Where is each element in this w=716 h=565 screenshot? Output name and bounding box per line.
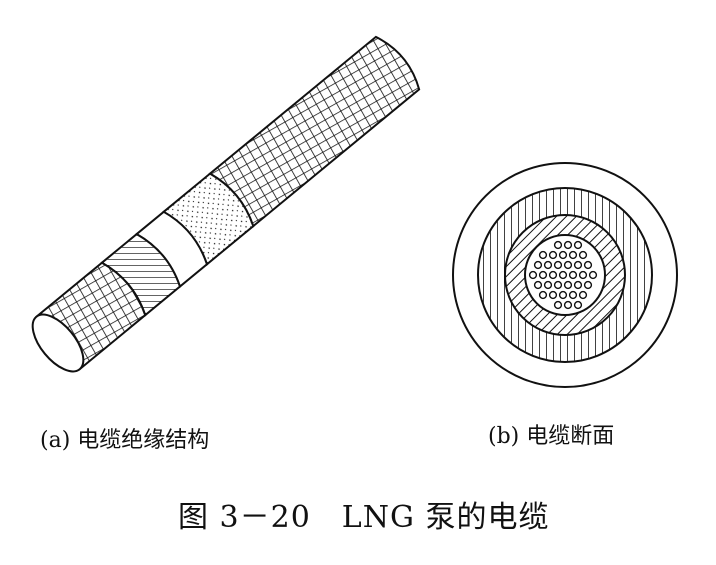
strand [568,290,578,300]
strand [563,300,573,310]
strand [538,290,548,300]
strand [578,250,588,260]
strand [543,260,553,270]
caption-a: (a) 电缆绝缘结构 [40,428,210,453]
strand [533,260,543,270]
conductor-core [524,234,606,316]
strand [563,240,573,250]
outer-braid-upper [208,35,421,228]
strand [538,250,548,260]
strand [588,270,598,280]
strand [553,240,563,250]
strand [553,260,563,270]
strand [528,270,538,280]
strand [548,290,558,300]
strand [583,260,593,270]
strand [533,280,543,290]
strand [573,260,583,270]
strand [558,270,568,280]
strand [553,300,563,310]
strand [553,280,563,290]
strand [563,260,573,270]
strand [543,280,553,290]
strand [573,280,583,290]
strand [563,280,573,290]
caption-b: (b) 电缆断面 [488,424,615,449]
strand [538,270,548,280]
strand [573,240,583,250]
strand [548,250,558,260]
strand [583,280,593,290]
conductor-strands [528,240,598,310]
cable-cross-section [452,162,678,388]
strand [568,270,578,280]
strand [558,290,568,300]
cable-end [31,313,85,373]
strand [558,250,568,260]
strand [568,250,578,260]
strand [578,270,588,280]
figure-title: 图 3－20 LNG 泵的电缆 [178,500,550,535]
strand [578,290,588,300]
strand [548,270,558,280]
strand [573,300,583,310]
cable-insulation-structure [31,35,421,373]
